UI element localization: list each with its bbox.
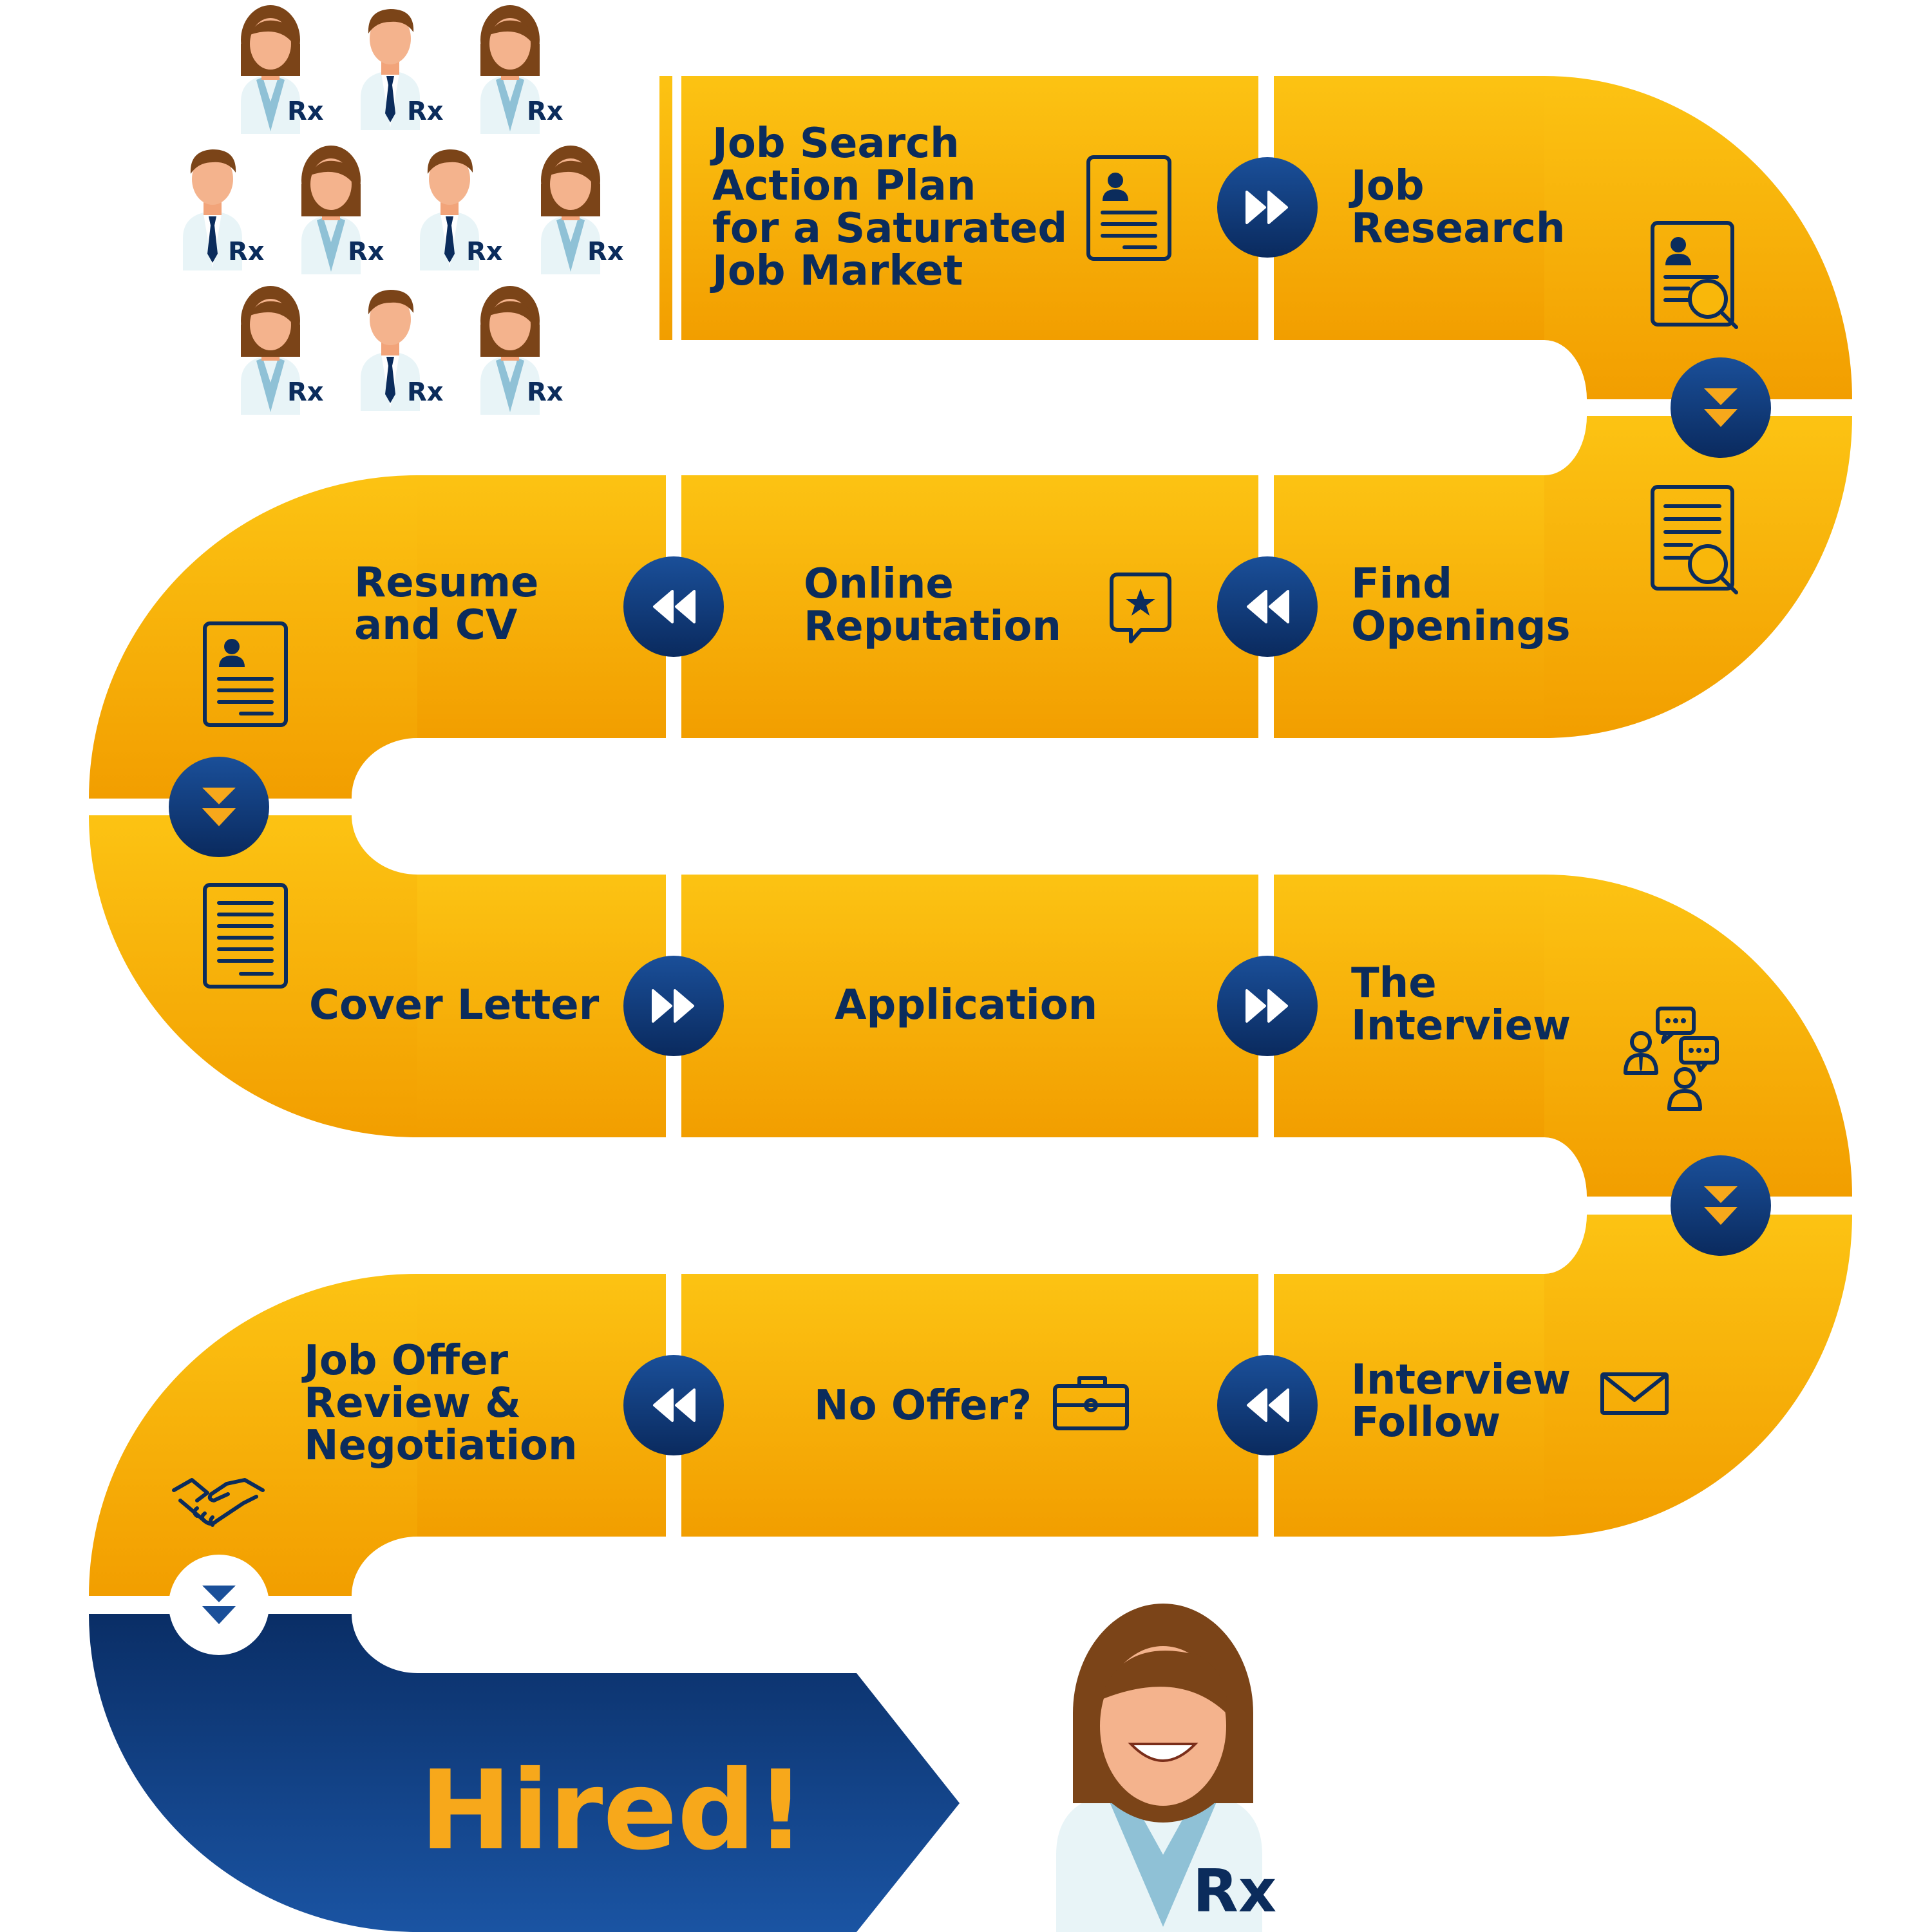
step-label-line: Follow xyxy=(1351,1399,1501,1446)
rx-badge: Rx xyxy=(348,237,384,267)
step-label-line: Reputation xyxy=(804,603,1061,650)
step-label-the-interview: The Interview xyxy=(1351,960,1571,1050)
row2-panel-find-openings xyxy=(1274,475,1544,738)
step-label-line: No Offer? xyxy=(814,1382,1032,1430)
row1-accent-bar xyxy=(659,76,672,340)
man-pharmacist-icon: Rx xyxy=(361,9,444,130)
forward-arrow-icon xyxy=(623,956,724,1056)
step-label-line: Interview xyxy=(1351,1356,1571,1404)
step-arrows xyxy=(169,157,1771,1655)
back-arrow-icon xyxy=(623,556,724,657)
down-arrow-icon xyxy=(1671,1155,1771,1256)
turn-left-1-bottom xyxy=(89,815,417,1137)
turn-right-2-top xyxy=(1544,875,1852,1197)
handshake-icon xyxy=(172,1478,265,1527)
document-search-icon xyxy=(1651,485,1738,594)
step-label-line: Negotiation xyxy=(304,1422,578,1470)
chat-people-icon xyxy=(1624,1007,1719,1111)
forward-arrow-icon xyxy=(1217,956,1318,1056)
step-label-find-openings: Find Openings xyxy=(1351,560,1571,650)
plan-title-line: Action Plan xyxy=(712,162,976,210)
row4-panel-interview-follow xyxy=(1274,1274,1544,1537)
row2-panel-online-reputation xyxy=(681,475,1258,738)
step-label-line: Online xyxy=(804,560,954,608)
plan-title-line: Job Search xyxy=(710,120,960,167)
hired-pharmacist-illustration: Rx xyxy=(1056,1604,1276,1932)
rx-badge: Rx xyxy=(407,97,444,126)
down-arrow-icon xyxy=(169,1555,269,1655)
step-label-line: Resume xyxy=(354,559,538,607)
rx-badge: Rx xyxy=(407,377,444,407)
step-label-line: Job xyxy=(1349,162,1425,210)
step-icons xyxy=(172,155,1738,1527)
step-label-line: Job Offer xyxy=(301,1337,509,1385)
back-arrow-icon xyxy=(1217,556,1318,657)
rx-badge: Rx xyxy=(527,97,564,126)
down-arrow-icon xyxy=(169,757,269,857)
woman-pharmacist-icon: Rx xyxy=(480,286,564,415)
plan-title-line: Job Market xyxy=(710,247,963,295)
step-labels: Job Search Action Plan for a Saturated J… xyxy=(301,120,1585,1875)
man-pharmacist-icon: Rx xyxy=(361,290,444,411)
turn-left-1-top xyxy=(89,475,417,799)
step-label-line: Review & xyxy=(304,1379,521,1427)
man-pharmacist-icon: Rx xyxy=(420,149,503,270)
step-label-online-reputation: Online Reputation xyxy=(804,560,1061,650)
forward-arrow-icon xyxy=(1217,157,1318,258)
step-label-line: The xyxy=(1351,960,1437,1007)
step-label-cover-letter: Cover Letter xyxy=(309,981,600,1029)
woman-pharmacist-icon: Rx xyxy=(541,146,624,274)
woman-pharmacist-icon: Rx xyxy=(301,146,384,274)
woman-pharmacist-icon: Rx xyxy=(480,5,564,134)
woman-pharmacist-icon: Rx xyxy=(241,5,324,134)
turn-right-2-bottom xyxy=(1544,1215,1852,1537)
candidate-crowd: Rx Rx Rx Rx Rx Rx Rx Rx Rx Rx xyxy=(183,5,624,415)
step-label-job-research: Job Research xyxy=(1349,162,1565,252)
step-label-resume-and-cv: Resume and CV xyxy=(354,559,553,649)
woman-pharmacist-icon: Rx xyxy=(241,286,324,415)
row1-panel-job-research xyxy=(1274,76,1544,340)
step-label-job-offer: Job Offer Review & Negotiation xyxy=(301,1337,578,1470)
turn-right-1-top xyxy=(1544,76,1852,399)
back-arrow-icon xyxy=(1217,1355,1318,1455)
rx-badge: Rx xyxy=(287,97,324,126)
rx-badge: Rx xyxy=(587,237,624,267)
step-label-line: and CV xyxy=(354,601,518,649)
row3-panel-application xyxy=(681,875,1258,1137)
resume-icon xyxy=(203,621,288,727)
rx-badge: Rx xyxy=(466,237,503,267)
rx-badge: Rx xyxy=(1193,1857,1276,1926)
hired-banner xyxy=(89,1614,960,1932)
step-label-line: Openings xyxy=(1351,603,1571,650)
step-label-line: Application xyxy=(835,981,1097,1029)
plan-title: Job Search Action Plan for a Saturated J… xyxy=(710,120,1081,295)
road xyxy=(89,76,1852,1932)
step-label-line: Cover Letter xyxy=(309,981,600,1029)
row4-panel-no-offer xyxy=(681,1274,1258,1537)
resume-icon xyxy=(1086,155,1171,261)
step-label-no-offer: No Offer? xyxy=(814,1382,1032,1430)
turn-left-2-top xyxy=(89,1274,417,1596)
hired-label: Hired! xyxy=(420,1747,806,1875)
step-label-application: Application xyxy=(835,981,1097,1029)
step-label-line: Find xyxy=(1351,560,1452,608)
step-label-line: Research xyxy=(1351,205,1565,252)
rx-badge: Rx xyxy=(527,377,564,407)
step-label-line: Interview xyxy=(1351,1002,1571,1050)
row3-panel-interview xyxy=(1274,875,1544,1137)
star-bubble-icon xyxy=(1110,573,1171,643)
down-arrow-icon xyxy=(1671,357,1771,458)
resume-search-icon xyxy=(1651,221,1738,329)
man-pharmacist-icon: Rx xyxy=(183,149,265,270)
document-icon xyxy=(203,883,288,989)
rx-badge: Rx xyxy=(228,237,265,267)
back-arrow-icon xyxy=(623,1355,724,1455)
rx-badge: Rx xyxy=(287,377,324,407)
row1-panel-title xyxy=(681,76,1258,340)
envelope-icon xyxy=(1600,1372,1669,1415)
step-label-interview-follow: Interview Follow xyxy=(1351,1356,1585,1446)
briefcase-icon xyxy=(1053,1376,1129,1430)
plan-title-line: for a Saturated xyxy=(712,205,1067,252)
